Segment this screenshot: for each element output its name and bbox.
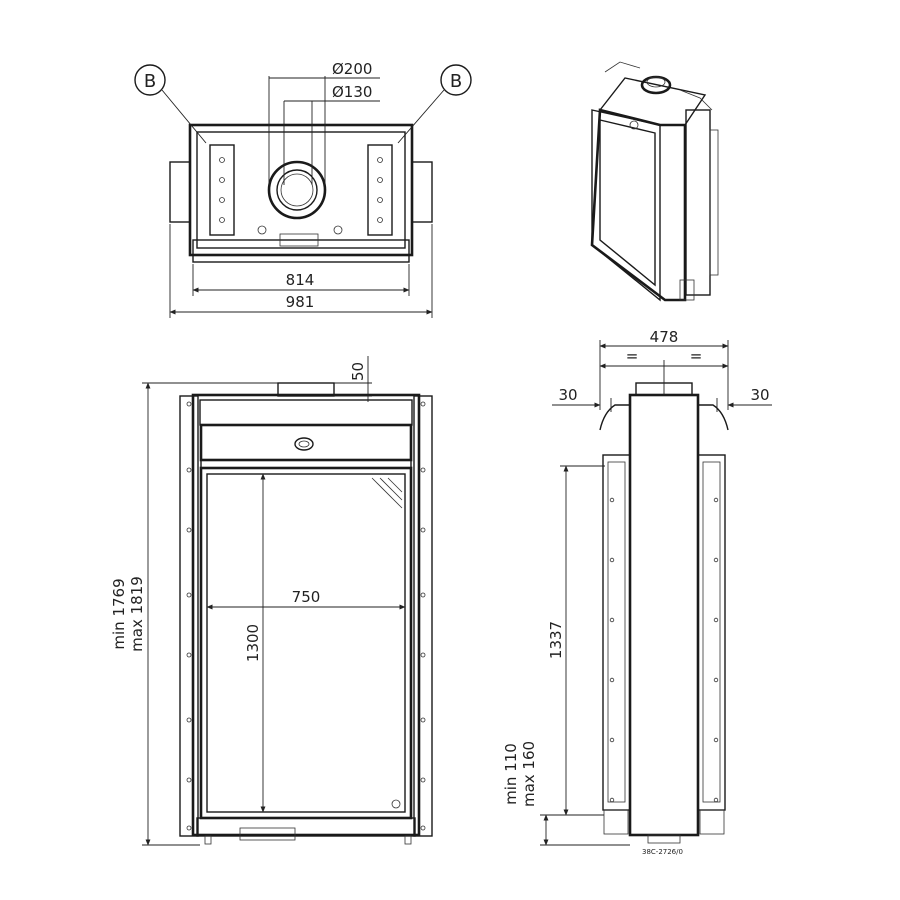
dim-bottom-max: max 160 — [520, 741, 538, 807]
dim-inner-diameter: Ø130 — [332, 83, 372, 101]
dim-top-offset: 50 — [349, 362, 367, 381]
dim-bottom-min: min 110 — [502, 743, 520, 805]
dim-height-max: max 1819 — [128, 576, 146, 652]
dim-height-min: min 1769 — [110, 578, 128, 649]
iso-view — [590, 61, 719, 302]
dim-depth: 478 — [650, 328, 679, 346]
dim-side-right: 30 — [750, 386, 769, 404]
drawing-code: 38C-2726/0 — [642, 848, 683, 856]
callout-b-right: B — [450, 71, 462, 92]
eq-left: = — [626, 347, 639, 365]
dim-outer-diameter: Ø200 — [332, 60, 372, 78]
top-view: B B Ø200 Ø130 814 981 — [134, 60, 472, 318]
dim-height: 1337 — [547, 621, 565, 659]
callout-b-left: B — [144, 71, 156, 92]
dim-inner-width: 814 — [286, 271, 315, 289]
dim-glass-height: 1300 — [244, 624, 262, 662]
dim-side-left: 30 — [558, 386, 577, 404]
dim-outer-width: 981 — [286, 293, 315, 311]
dim-glass-width: 750 — [292, 588, 321, 606]
eq-right: = — [690, 347, 703, 365]
front-view: 50 750 1300 min 1769 max 1819 — [110, 356, 433, 846]
side-view: 478 = = 30 30 1337 min 110 max 160 38C-2… — [502, 328, 772, 856]
